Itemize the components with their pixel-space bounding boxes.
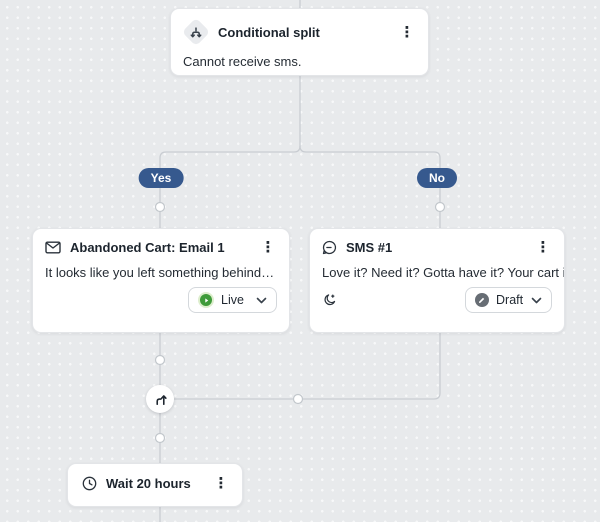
email-status-dropdown[interactable]: Live (188, 287, 277, 313)
kebab-menu-icon[interactable]: ⋮ (213, 475, 229, 492)
kebab-menu-icon[interactable]: ⋮ (399, 23, 415, 41)
play-circle-icon (198, 292, 214, 308)
merge-arrows-icon (153, 392, 168, 407)
sms-preview-text: Love it? Need it? Gotta have it? Your ca… (322, 265, 564, 280)
split-icon (181, 17, 211, 47)
conditional-split-card[interactable]: Conditional split ⋮ Cannot receive sms. (170, 8, 429, 76)
envelope-icon (45, 241, 61, 254)
connector-node (292, 393, 304, 405)
kebab-menu-icon[interactable]: ⋮ (260, 239, 276, 256)
pencil-circle-icon (475, 293, 489, 307)
email-title: Abandoned Cart: Email 1 (70, 240, 225, 255)
connector-node (434, 201, 446, 213)
email-preview-text: It looks like you left something behind… (45, 265, 275, 280)
sms-status-dropdown[interactable]: Draft (465, 287, 552, 313)
clock-icon (82, 476, 97, 491)
wait-title: Wait 20 hours (106, 476, 191, 491)
conditional-split-description: Cannot receive sms. (183, 54, 302, 69)
wait-card[interactable]: Wait 20 hours ⋮ (67, 463, 243, 507)
email-card[interactable]: Abandoned Cart: Email 1 ⋮ It looks like … (32, 228, 290, 333)
chevron-down-icon (256, 297, 267, 304)
moon-icon (323, 293, 337, 307)
connector-node (154, 354, 166, 366)
connector-node (154, 432, 166, 444)
sms-card[interactable]: SMS #1 ⋮ Love it? Need it? Gotta have it… (309, 228, 565, 333)
email-status-label: Live (221, 293, 244, 307)
conditional-split-title: Conditional split (218, 24, 320, 40)
branch-label-no[interactable]: No (417, 168, 457, 188)
chevron-down-icon (531, 297, 542, 304)
merge-node[interactable] (146, 385, 174, 413)
sms-title: SMS #1 (346, 240, 393, 255)
connector-node (154, 201, 166, 213)
sms-status-label: Draft (496, 293, 524, 307)
branch-label-yes[interactable]: Yes (138, 168, 184, 188)
kebab-menu-icon[interactable]: ⋮ (535, 239, 551, 256)
chat-bubble-icon (322, 240, 337, 255)
